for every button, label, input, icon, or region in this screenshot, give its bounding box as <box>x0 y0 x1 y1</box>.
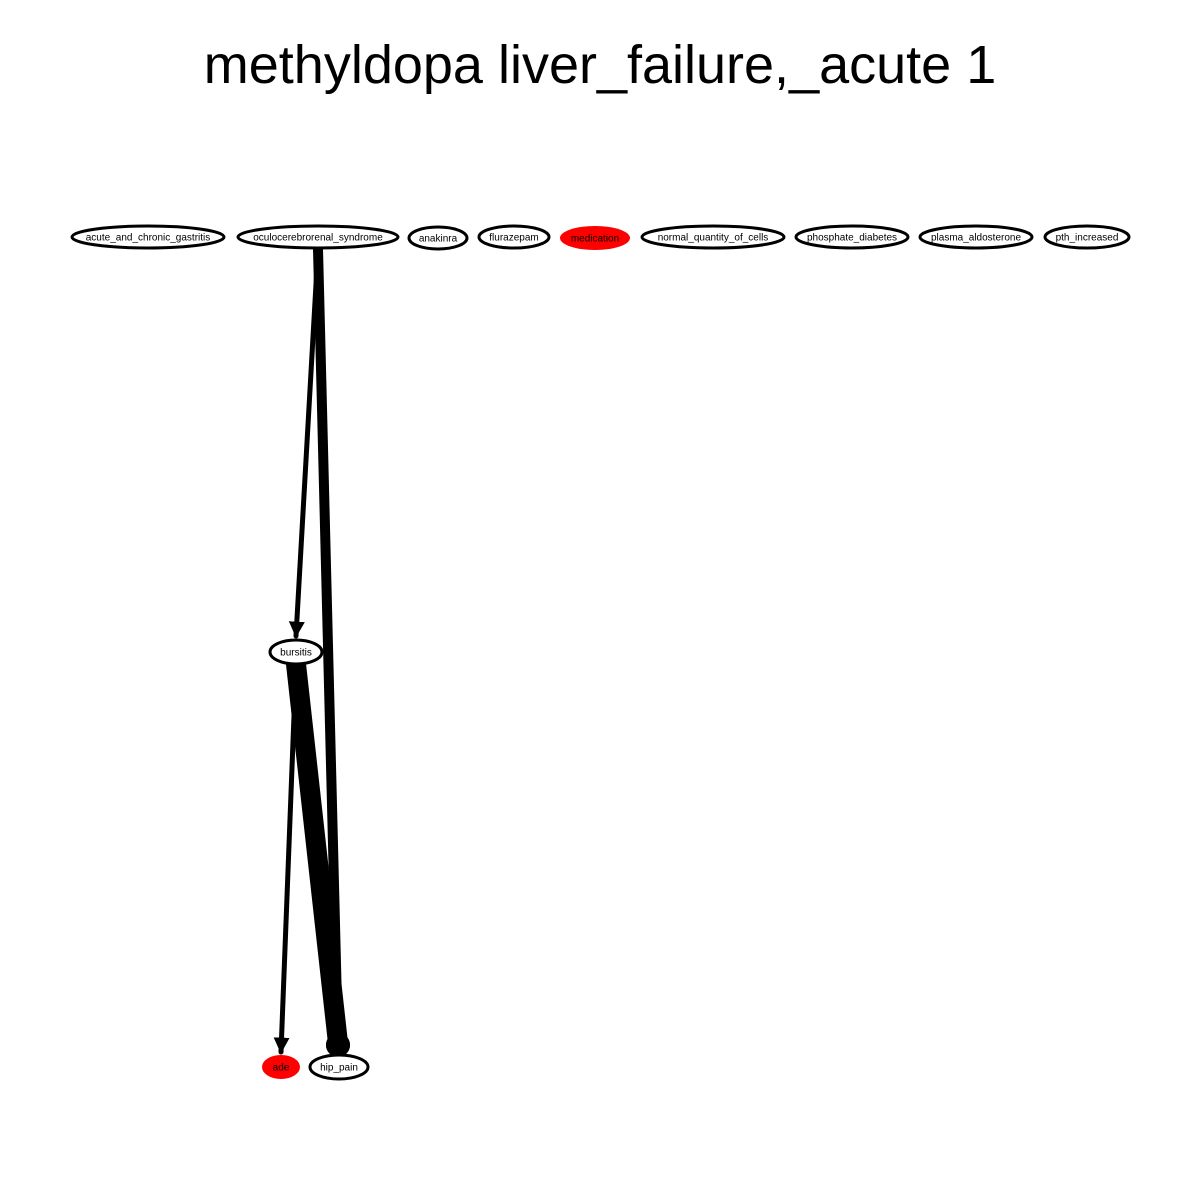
node-medication[interactable]: medication <box>560 226 630 250</box>
node-ade[interactable]: ade <box>262 1055 300 1079</box>
node-label-plasma_aldosterone: plasma_aldosterone <box>931 233 1021 244</box>
edge-oculocerebrorenal_syndrome-to-hip_pain <box>313 244 343 1048</box>
node-shape-medication <box>560 226 630 250</box>
node-phosphate_diabetes[interactable]: phosphate_diabetes <box>794 224 910 250</box>
node-shape-acute_and_chronic_gastritis <box>70 224 226 250</box>
node-shape-hip_pain <box>308 1053 370 1081</box>
node-shape-ade <box>262 1055 300 1079</box>
node-label-medication: medication <box>571 234 619 245</box>
node-label-acute_and_chronic_gastritis: acute_and_chronic_gastritis <box>86 233 211 244</box>
node-normal_quantity_of_cells[interactable]: normal_quantity_of_cells <box>640 224 786 250</box>
node-shape-flurazepam <box>477 224 551 250</box>
node-shape-bursitis <box>268 638 324 666</box>
node-label-flurazepam: flurazepam <box>489 233 538 244</box>
edge-end-bursitis-to-hip_pain <box>326 1033 350 1057</box>
node-pth_increased[interactable]: pth_increased <box>1043 224 1131 250</box>
edge-bursitis-to-hip_pain <box>286 654 348 1053</box>
edges-layer <box>273 244 350 1057</box>
node-shape-oculocerebrorenal_syndrome <box>236 224 400 250</box>
edge-oculocerebrorenal_syndrome-to-bursitis <box>288 246 321 639</box>
node-shape-phosphate_diabetes <box>794 224 910 250</box>
node-flurazepam[interactable]: flurazepam <box>477 224 551 250</box>
node-label-anakinra: anakinra <box>419 234 458 245</box>
node-label-pth_increased: pth_increased <box>1056 233 1119 244</box>
node-bursitis[interactable]: bursitis <box>268 638 324 666</box>
node-plasma_aldosterone[interactable]: plasma_aldosterone <box>918 224 1034 250</box>
node-label-oculocerebrorenal_syndrome: oculocerebrorenal_syndrome <box>253 233 383 244</box>
node-hip_pain[interactable]: hip_pain <box>308 1053 370 1081</box>
node-shape-anakinra <box>407 225 469 251</box>
node-label-hip_pain: hip_pain <box>320 1063 358 1074</box>
node-acute_and_chronic_gastritis[interactable]: acute_and_chronic_gastritis <box>70 224 226 250</box>
node-anakinra[interactable]: anakinra <box>407 225 469 251</box>
node-label-phosphate_diabetes: phosphate_diabetes <box>807 233 897 244</box>
node-oculocerebrorenal_syndrome[interactable]: oculocerebrorenal_syndrome <box>236 224 400 250</box>
node-shape-pth_increased <box>1043 224 1131 250</box>
node-label-normal_quantity_of_cells: normal_quantity_of_cells <box>658 233 769 244</box>
node-shape-normal_quantity_of_cells <box>640 224 786 250</box>
node-label-bursitis: bursitis <box>280 648 312 659</box>
nodes-layer: acute_and_chronic_gastritis oculocerebror… <box>70 224 1131 1081</box>
node-shape-plasma_aldosterone <box>918 224 1034 250</box>
diagram-title: methyldopa liver_failure,_acute 1 <box>203 35 997 95</box>
node-label-ade: ade <box>273 1063 290 1074</box>
